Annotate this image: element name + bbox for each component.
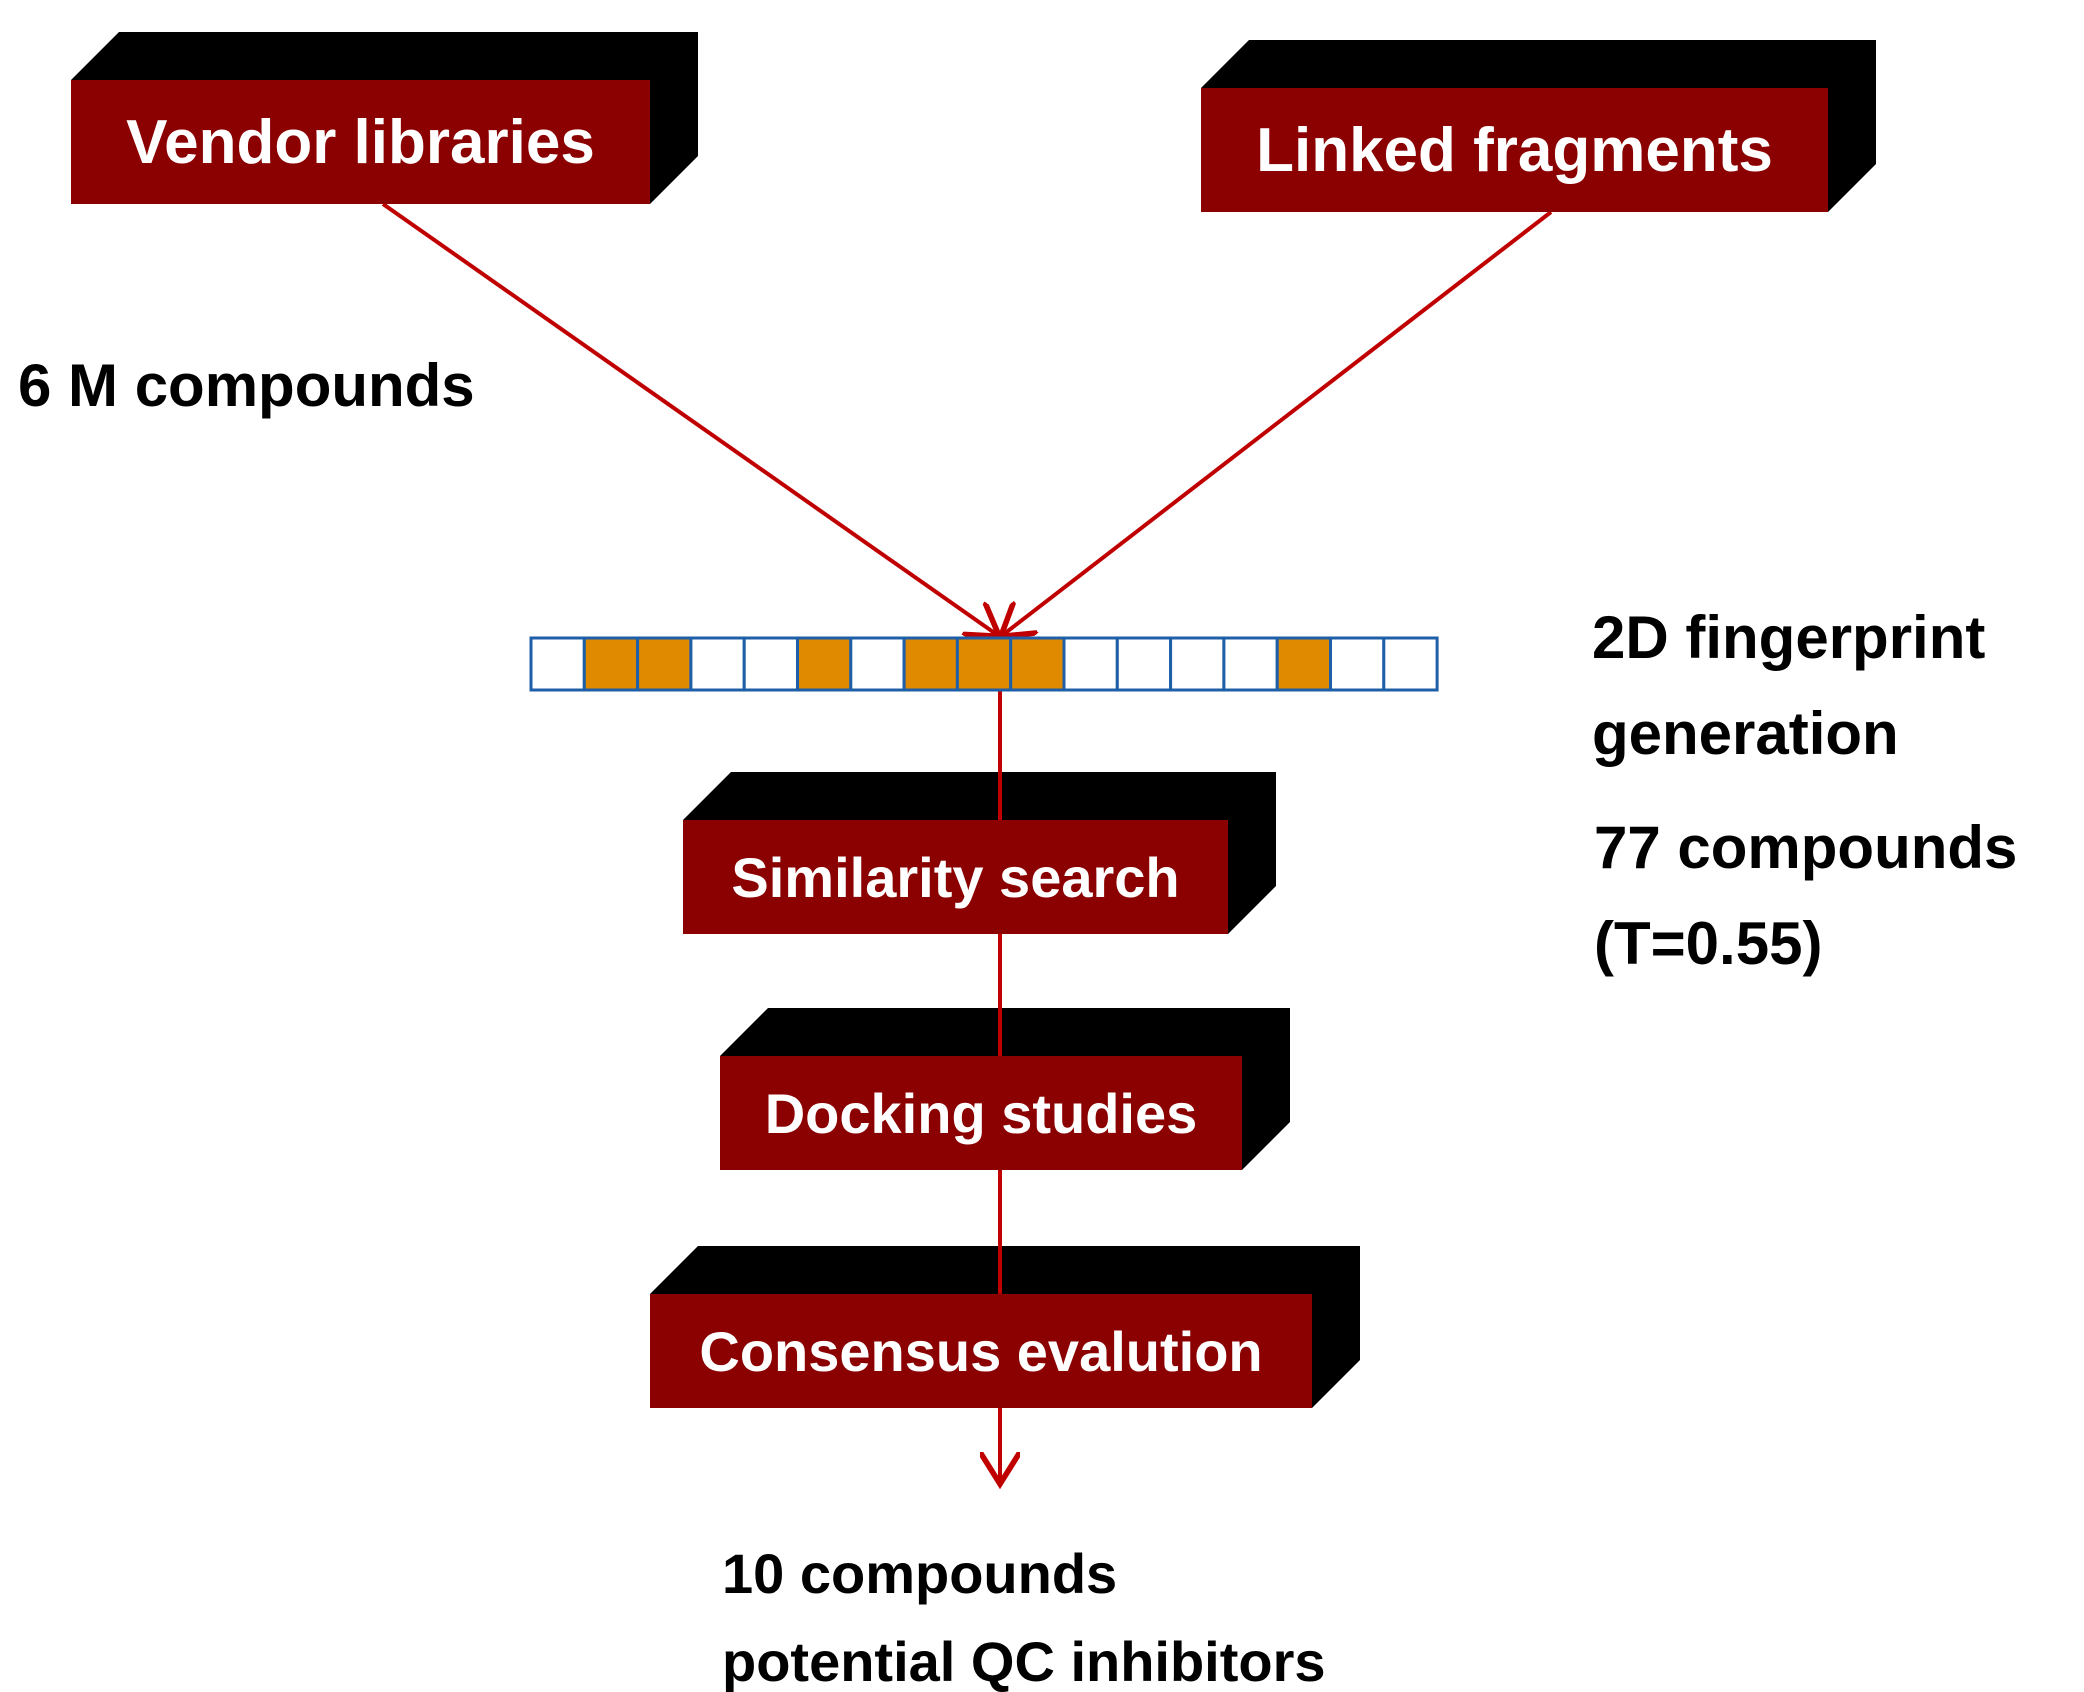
result-note-line1: 10 compounds [722, 1542, 1118, 1605]
docking-studies-box: Docking studies [720, 1056, 1242, 1170]
result-note: 10 compounds potential QC inhibitors [722, 1530, 1326, 1692]
fingerprint-bit [902, 636, 959, 692]
fingerprint-bit [849, 636, 906, 692]
similarity-count-text: 77 compounds [1594, 814, 2018, 881]
vendor-libraries-label: Vendor libraries [126, 107, 595, 177]
fingerprint-bit [955, 636, 1013, 692]
fingerprint-bit-strip [529, 636, 1439, 692]
linked-fragments-label: Linked fragments [1256, 115, 1773, 185]
linked-box-depth [1201, 40, 1876, 212]
vendor-box-depth [71, 32, 698, 204]
source-count-note: 6 M compounds [18, 350, 475, 422]
result-note-line2: potential QC inhibitors [722, 1630, 1326, 1692]
fingerprint-bit [689, 636, 746, 692]
similarity-count-note: 77 compounds (T=0.55) [1594, 800, 2017, 992]
consensus-box-depth [650, 1246, 1360, 1408]
fingerprint-bit [1222, 636, 1279, 692]
fingerprint-bit [1382, 636, 1439, 692]
similarity-search-label: Similarity search [731, 845, 1180, 909]
linked-fragments-box: Linked fragments [1201, 88, 1828, 212]
fingerprint-note: 2D fingerprint generation [1592, 590, 1985, 782]
fingerprint-bit [529, 636, 586, 692]
docking-studies-label: Docking studies [764, 1081, 1198, 1145]
similarity-box-depth [683, 772, 1276, 934]
fingerprint-note-line2: generation [1592, 700, 1899, 767]
fingerprint-bit [636, 636, 693, 692]
fingerprint-bit [796, 636, 853, 692]
fingerprint-bit [742, 636, 800, 692]
fingerprint-bit [582, 636, 640, 692]
threshold-text: (T=0.55) [1594, 910, 1823, 977]
fingerprint-bit [1169, 636, 1226, 692]
fingerprint-note-line1: 2D fingerprint [1592, 604, 1986, 671]
fingerprint-bit [1329, 636, 1386, 692]
fingerprint-bit [1275, 636, 1332, 692]
fingerprint-bit [1115, 636, 1173, 692]
consensus-evalution-label: Consensus evalution [699, 1319, 1263, 1383]
arrow-linked-to-fingerprint [1004, 210, 1553, 634]
consensus-evalution-box: Consensus evalution [650, 1294, 1312, 1408]
source-count-text: 6 M compounds [18, 352, 475, 419]
vendor-libraries-box: Vendor libraries [71, 80, 650, 204]
similarity-search-box: Similarity search [683, 820, 1228, 934]
arrow-vendor-to-fingerprint [381, 202, 996, 634]
fingerprint-bit [1009, 636, 1066, 692]
fingerprint-bit [1062, 636, 1119, 692]
docking-box-depth [720, 1008, 1290, 1170]
